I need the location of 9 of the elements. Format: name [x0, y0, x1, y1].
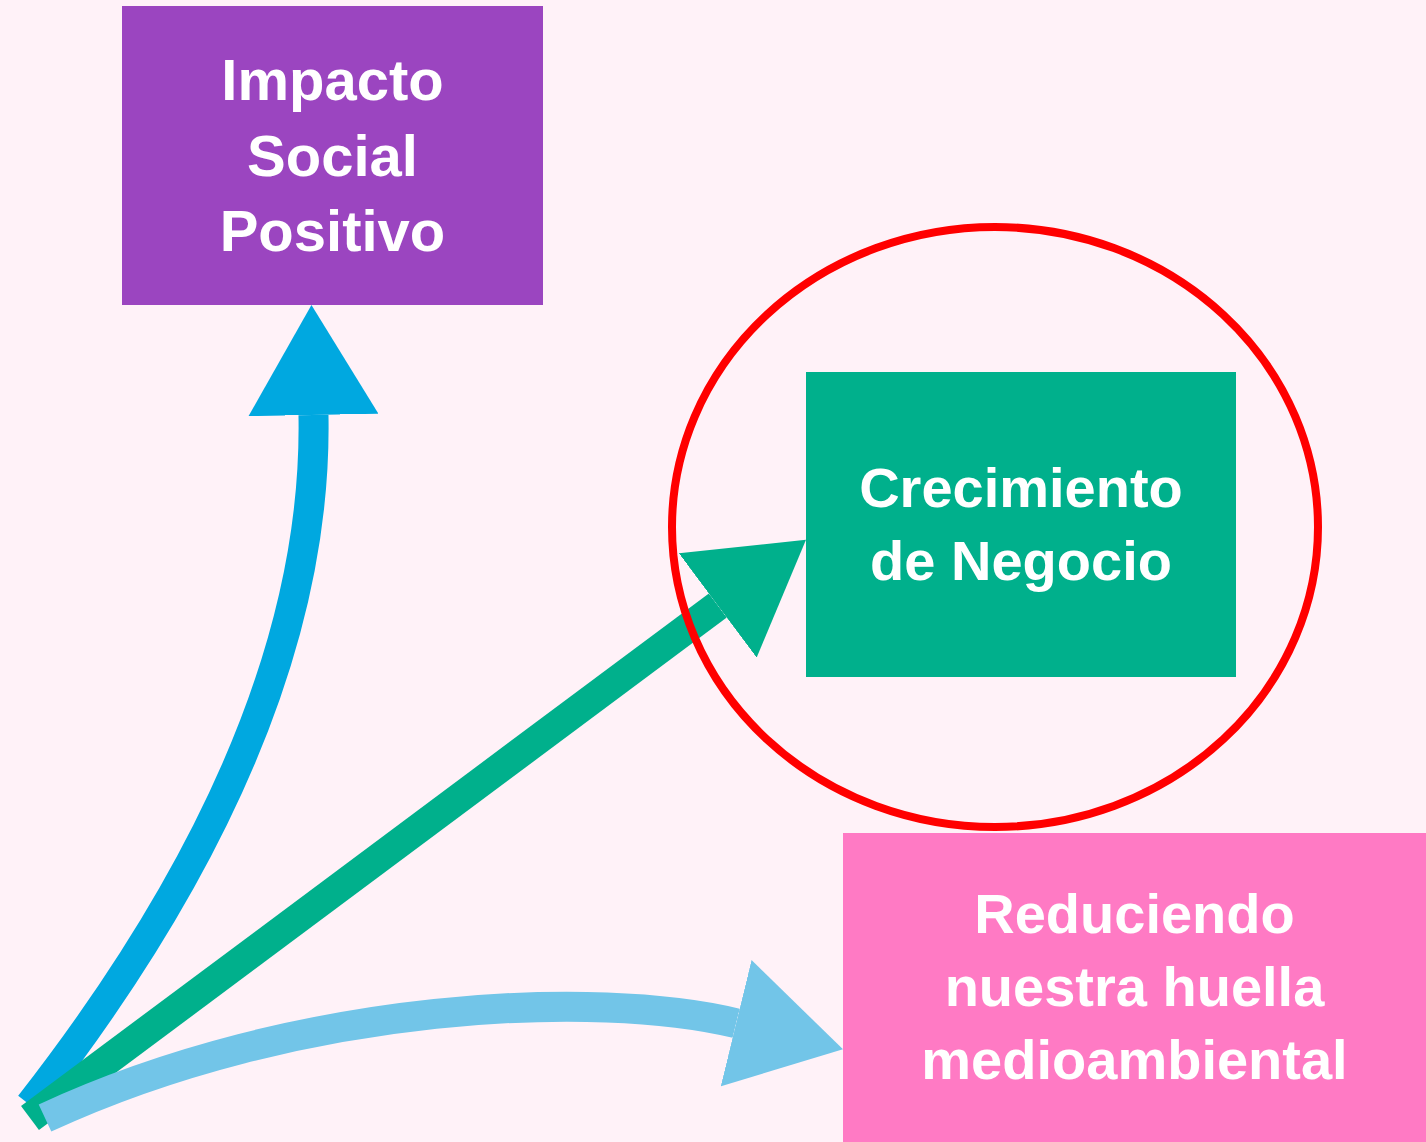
box-label: Crecimiento de Negocio: [858, 454, 1184, 594]
arrow: [21, 539, 806, 1131]
box-label: Reduciendo nuestra huella medioambiental: [920, 881, 1349, 1093]
arrow: [39, 959, 845, 1132]
box-label: Impacto Social Positivo: [218, 46, 447, 266]
text-box: [806, 372, 1236, 677]
highlight-ellipse: [667, 222, 1323, 832]
text-box: [122, 6, 543, 305]
text-box: [843, 833, 1426, 1142]
